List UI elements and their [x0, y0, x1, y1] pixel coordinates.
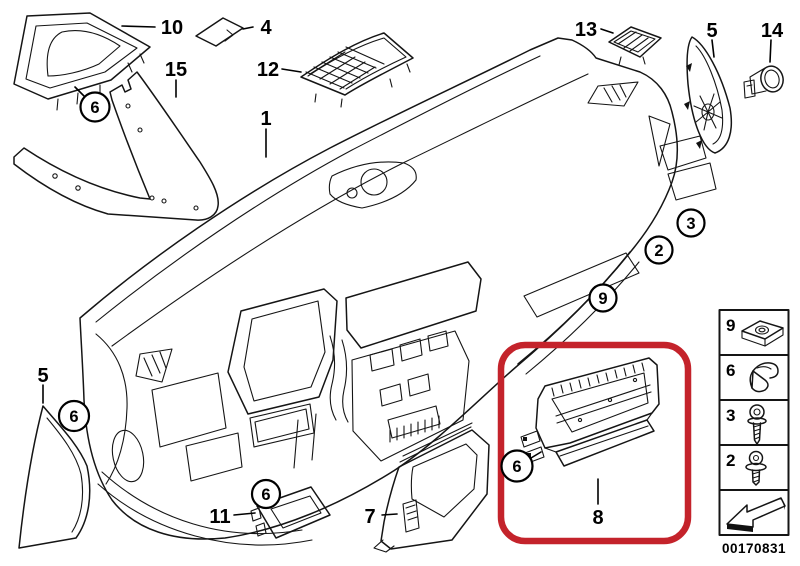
- part-label-12[interactable]: 12: [257, 59, 279, 81]
- leader-5-top: [711, 39, 715, 58]
- part-label-10[interactable]: 10: [161, 17, 183, 39]
- part-label-7[interactable]: 7: [364, 506, 375, 528]
- cage-nut-clip-icon: [741, 320, 784, 347]
- callout-circle-6-mid[interactable]: [250, 478, 282, 510]
- callout-6-highlight[interactable]: 6: [512, 458, 521, 476]
- part-10-drawing: [13, 12, 151, 111]
- part-12-drawing: [300, 32, 414, 108]
- callout-3[interactable]: 3: [686, 215, 695, 233]
- callout-circle-2[interactable]: [644, 235, 674, 265]
- leader-10: [121, 25, 156, 28]
- callout-circle-6-left[interactable]: [57, 399, 91, 433]
- legend-number-2[interactable]: 2: [726, 451, 735, 470]
- leader-6-highlight: [530, 451, 542, 459]
- legend-numbers: 9 6 3 2: [726, 316, 735, 470]
- part-4-drawing: [195, 17, 244, 47]
- leader-lines: [42, 25, 772, 516]
- part-label-5-top[interactable]: 5: [706, 20, 717, 42]
- part-1-drawing: [79, 37, 717, 546]
- part-label-5-left[interactable]: 5: [37, 365, 48, 387]
- callout-2[interactable]: 2: [654, 242, 663, 260]
- part-label-4[interactable]: 4: [260, 17, 272, 39]
- part-label-15[interactable]: 15: [165, 59, 187, 81]
- spring-clip-icon: [749, 362, 779, 393]
- part-7-drawing: [373, 422, 490, 553]
- part-8-drawing[interactable]: [520, 357, 660, 467]
- leader-4: [242, 26, 254, 30]
- callout-circle-6-top-left[interactable]: [79, 91, 111, 123]
- callouts: 6 6 6 6 2 3 9: [57, 91, 706, 510]
- callout-6-top-left[interactable]: 6: [90, 99, 99, 117]
- part-5-right-drawing: [684, 36, 733, 154]
- legend-number-3[interactable]: 3: [726, 406, 735, 425]
- part-label-14[interactable]: 14: [761, 20, 784, 42]
- part-label-8[interactable]: 8: [592, 507, 603, 529]
- legend-number-6[interactable]: 6: [726, 361, 735, 380]
- fastener-legend: [718, 309, 790, 536]
- leader-11: [233, 512, 256, 516]
- leader-14: [769, 39, 772, 63]
- part-14-drawing: [743, 65, 784, 99]
- self-tapping-screw-icon: [747, 404, 767, 445]
- leader-12: [281, 68, 302, 73]
- callout-6-left[interactable]: 6: [69, 408, 78, 426]
- callout-6-mid[interactable]: 6: [261, 486, 270, 504]
- part-label-11[interactable]: 11: [209, 506, 230, 528]
- washer-screw-icon: [745, 450, 767, 486]
- part-label-1[interactable]: 1: [260, 108, 271, 130]
- leader-13: [600, 28, 614, 34]
- part-label-13[interactable]: 13: [575, 19, 597, 41]
- callout-circle-9[interactable]: [588, 283, 618, 313]
- leader-7: [381, 513, 398, 516]
- direction-arrow-icon: [726, 497, 786, 532]
- part-15-drawing: [13, 71, 219, 221]
- part-11-drawing: [250, 486, 331, 539]
- part-labels: 10 4 15 12 1 13 5 14 5 11 7 8: [37, 17, 784, 529]
- leader-6-top-left: [74, 86, 86, 98]
- image-code: 00170831: [722, 541, 786, 556]
- legend-box-arrow: [718, 489, 790, 536]
- callout-circle-6-highlight[interactable]: [500, 449, 534, 483]
- legend-number-9[interactable]: 9: [726, 316, 735, 335]
- callout-circle-3[interactable]: [676, 208, 706, 238]
- callout-9[interactable]: 9: [598, 290, 607, 308]
- part-5-left-drawing: [18, 405, 91, 549]
- highlight-box: [497, 341, 692, 545]
- part-13-drawing: [608, 26, 662, 66]
